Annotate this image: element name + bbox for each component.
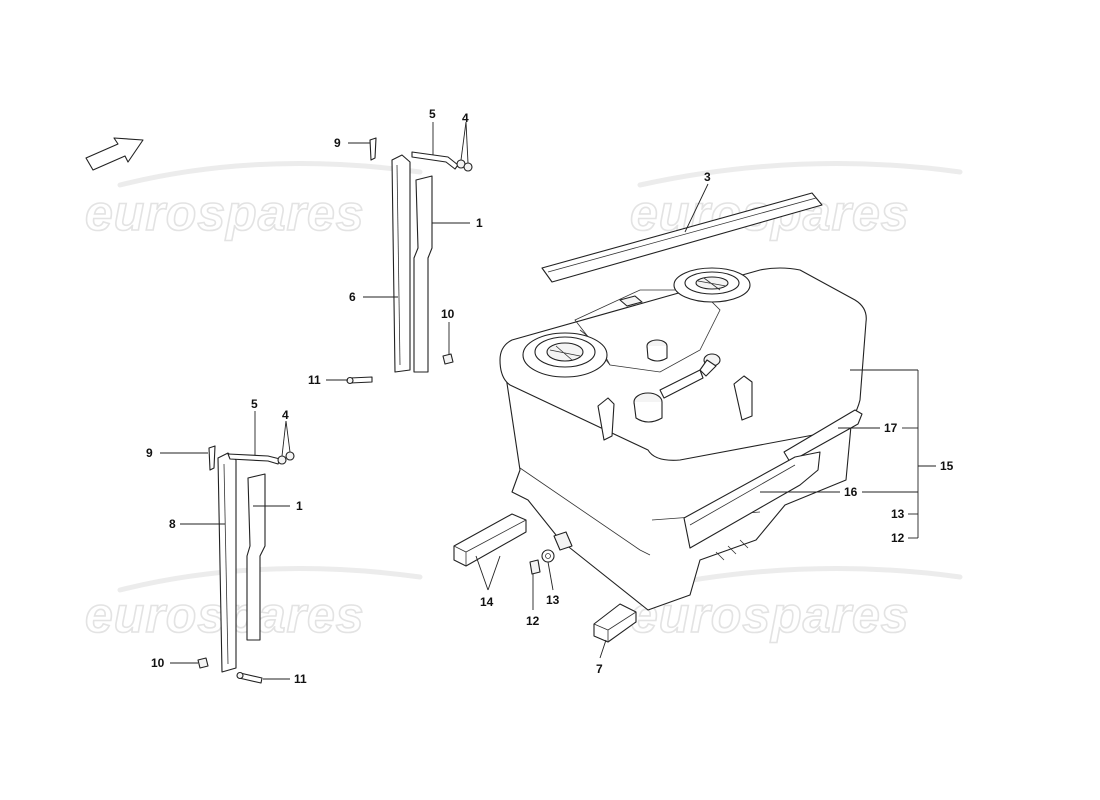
nut-4b bbox=[463, 162, 473, 172]
strap-1-upper bbox=[413, 175, 433, 373]
callout-11-lower: 11 bbox=[294, 672, 307, 686]
front-direction-arrow-icon bbox=[85, 137, 144, 171]
callout-4-upper: 4 bbox=[462, 111, 469, 125]
top-strip-3 bbox=[541, 192, 823, 283]
strap-8 bbox=[217, 452, 237, 673]
callout-12-tank: 12 bbox=[891, 531, 905, 545]
pad-14 bbox=[453, 513, 527, 567]
nut-4d bbox=[285, 451, 295, 461]
callout-8: 8 bbox=[169, 517, 176, 531]
callout-11-upper: 11 bbox=[308, 373, 321, 387]
callout-12-bottom: 12 bbox=[526, 614, 540, 628]
pump-flange-right bbox=[673, 267, 751, 303]
clip-9-upper bbox=[369, 137, 377, 161]
pump-flange-left bbox=[522, 332, 608, 378]
callout-15: 15 bbox=[940, 459, 954, 473]
callout-10-lower: 10 bbox=[151, 656, 165, 670]
upper-strap-assembly bbox=[346, 137, 473, 385]
callout-7: 7 bbox=[596, 662, 603, 676]
watermark-top-left: eurospares bbox=[85, 185, 365, 241]
callout-5-lower: 5 bbox=[251, 397, 258, 411]
tank-strap-loop-left bbox=[597, 397, 615, 441]
callout-13-bottom: 13 bbox=[546, 593, 560, 607]
plug-12 bbox=[529, 559, 541, 575]
pad-7 bbox=[593, 603, 637, 643]
strap-6 bbox=[391, 154, 411, 373]
tank-strap-loop-right bbox=[733, 375, 753, 421]
side-pad-16 bbox=[683, 451, 821, 549]
clip-10-upper bbox=[442, 353, 454, 365]
clip-9-lower bbox=[208, 445, 216, 471]
callout-6: 6 bbox=[349, 290, 356, 304]
watermark-bottom-right: eurospares bbox=[630, 587, 910, 643]
callout-labels: 9 5 4 1 6 10 11 9 5 4 1 8 10 11 3 17 15 … bbox=[146, 107, 954, 686]
washer-13 bbox=[541, 549, 555, 563]
callout-9-lower: 9 bbox=[146, 446, 153, 460]
callout-5-upper: 5 bbox=[429, 107, 436, 121]
rod-5-upper bbox=[411, 151, 459, 170]
callout-1-upper: 1 bbox=[476, 216, 483, 230]
callout-10-upper: 10 bbox=[441, 307, 455, 321]
strap-1-lower bbox=[246, 473, 266, 641]
clip-10-lower bbox=[197, 657, 209, 669]
callout-16: 16 bbox=[844, 485, 858, 499]
lower-strap-assembly bbox=[197, 445, 295, 684]
callout-1-lower: 1 bbox=[296, 499, 303, 513]
leader-lines bbox=[160, 121, 936, 680]
callout-9-upper: 9 bbox=[334, 136, 341, 150]
callout-14: 14 bbox=[480, 595, 494, 609]
drain-fitting bbox=[553, 531, 573, 551]
nut-4c bbox=[277, 455, 287, 465]
callout-13-tank: 13 bbox=[891, 507, 905, 521]
callout-4-lower: 4 bbox=[282, 408, 289, 422]
fuel-tank bbox=[453, 192, 867, 643]
callout-3: 3 bbox=[704, 170, 711, 184]
rod-5-lower bbox=[227, 453, 281, 465]
vent-valve bbox=[633, 353, 721, 423]
callout-17: 17 bbox=[884, 421, 898, 435]
